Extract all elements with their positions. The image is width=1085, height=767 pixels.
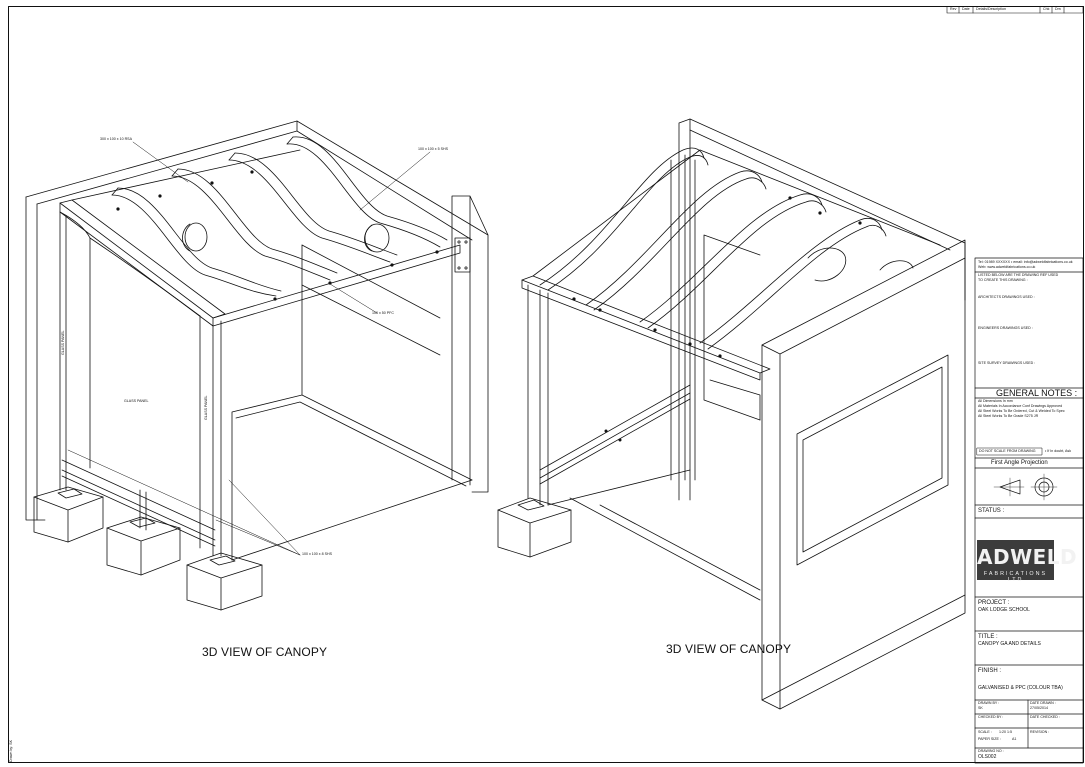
scale-value: 1:20 1:5 (999, 730, 1012, 734)
contact-line-2: Web: www.adweldfabrications.co.uk (978, 265, 1036, 269)
drawn-by-value: SK (978, 706, 983, 710)
drawing-no-value: OLS002 (978, 754, 997, 760)
projection-label: First Angle Projection (991, 460, 1048, 466)
date-checked-label: DATE CHECKED : (1030, 715, 1060, 719)
drawn-by-label: DRAWN BY : (978, 701, 1000, 705)
right-view-title: 3D VIEW OF CANOPY (666, 642, 792, 656)
listed-below-2: TO CREATE THIS DRAWING : (978, 278, 1028, 282)
label-shs-bottom: 100 x 100 x 8 SHS (302, 552, 332, 556)
drn-header: Drn (1055, 7, 1061, 11)
margin-note: Drawn by: SK (9, 740, 13, 762)
title-block-frame (974, 257, 1084, 764)
title-value: CANOPY GA AND DETAILS (978, 641, 1041, 647)
note-3: All Steel Works To Be Ordered, Cut & Wel… (978, 409, 1065, 413)
general-notes-heading: GENERAL NOTES : (996, 388, 1078, 398)
logo-sub: FABRICATIONS LTD (983, 571, 1048, 583)
status-label: STATUS : (978, 508, 1005, 514)
revision-label: REVISION : (1030, 730, 1050, 734)
date-header: Date (962, 7, 970, 11)
drawing-no-label: DRAWING NO : (978, 749, 1004, 753)
sheet-border (8, 6, 1084, 763)
contact-line-1: Tel: 01989 XXXXXX • email: info@adweldfa… (978, 260, 1073, 264)
project-value: OAK LODGE SCHOOL (978, 607, 1030, 613)
checked-by-label: CHECKED BY : (978, 715, 1004, 719)
note-2: All Materials In Accordance Conf Drawing… (978, 404, 1063, 408)
note-4: All Steel Works To Be Grade S275 JR (978, 414, 1039, 418)
scale-label: SCALE : (978, 730, 992, 734)
right-canopy-view (497, 118, 966, 710)
title-label: TITLE : (978, 634, 998, 640)
architects-drawings: ARCHITECTS DRAWINGS USED : (978, 295, 1035, 299)
finish-value: GALVANISED & PPC (COLOUR TBA) (978, 685, 1063, 691)
if-in-doubt: • If In doubt, Ask (1045, 449, 1072, 453)
paper-size-label: PAPER SIZE : (978, 737, 1001, 741)
label-glass-mid: GLASS PANEL (124, 399, 149, 403)
listed-below-1: LISTED BELOW ARE THE DRAWING REF USED (978, 273, 1059, 277)
date-drawn-value: 27/05/2014 (1030, 706, 1048, 710)
concrete-pads (33, 486, 263, 611)
note-1: All Dimensions In mm (978, 399, 1013, 403)
engineers-drawings: ENGINEERS DRAWINGS USED : (978, 326, 1033, 330)
first-angle-projection-symbol (993, 473, 1058, 501)
details-header: Details/Description (976, 7, 1006, 11)
rev-header: Rev (950, 7, 957, 11)
label-glass-right: GLASS PANEL (204, 395, 208, 420)
label-rsa: 300 x 100 x 10 RSA (100, 137, 132, 141)
do-not-scale: DO NOT SCALE FROM DRAWING (979, 449, 1036, 453)
revision-header-frame (946, 6, 1084, 14)
project-label: PROJECT : (978, 600, 1010, 606)
logo-word: ADWELD (977, 545, 1078, 569)
date-drawn-label: DATE DRAWN : (1030, 701, 1056, 705)
adweld-logo: ADWELD FABRICATIONS LTD (977, 540, 1078, 583)
finish-label: FINISH : (978, 668, 1002, 674)
site-survey-drawings: SITE SURVEY DRAWINGS USED : (978, 361, 1036, 365)
left-canopy-view (25, 120, 489, 611)
label-glass-left: GLASS PANEL (61, 330, 65, 355)
label-pfc: 100 x 50 PFC (372, 311, 394, 315)
left-view-title: 3D VIEW OF CANOPY (202, 645, 328, 659)
chk-header: Chk (1043, 7, 1050, 11)
paper-size-value: A1 (1012, 737, 1017, 741)
label-shs-top: 100 x 100 x 5 SHS (418, 147, 448, 151)
